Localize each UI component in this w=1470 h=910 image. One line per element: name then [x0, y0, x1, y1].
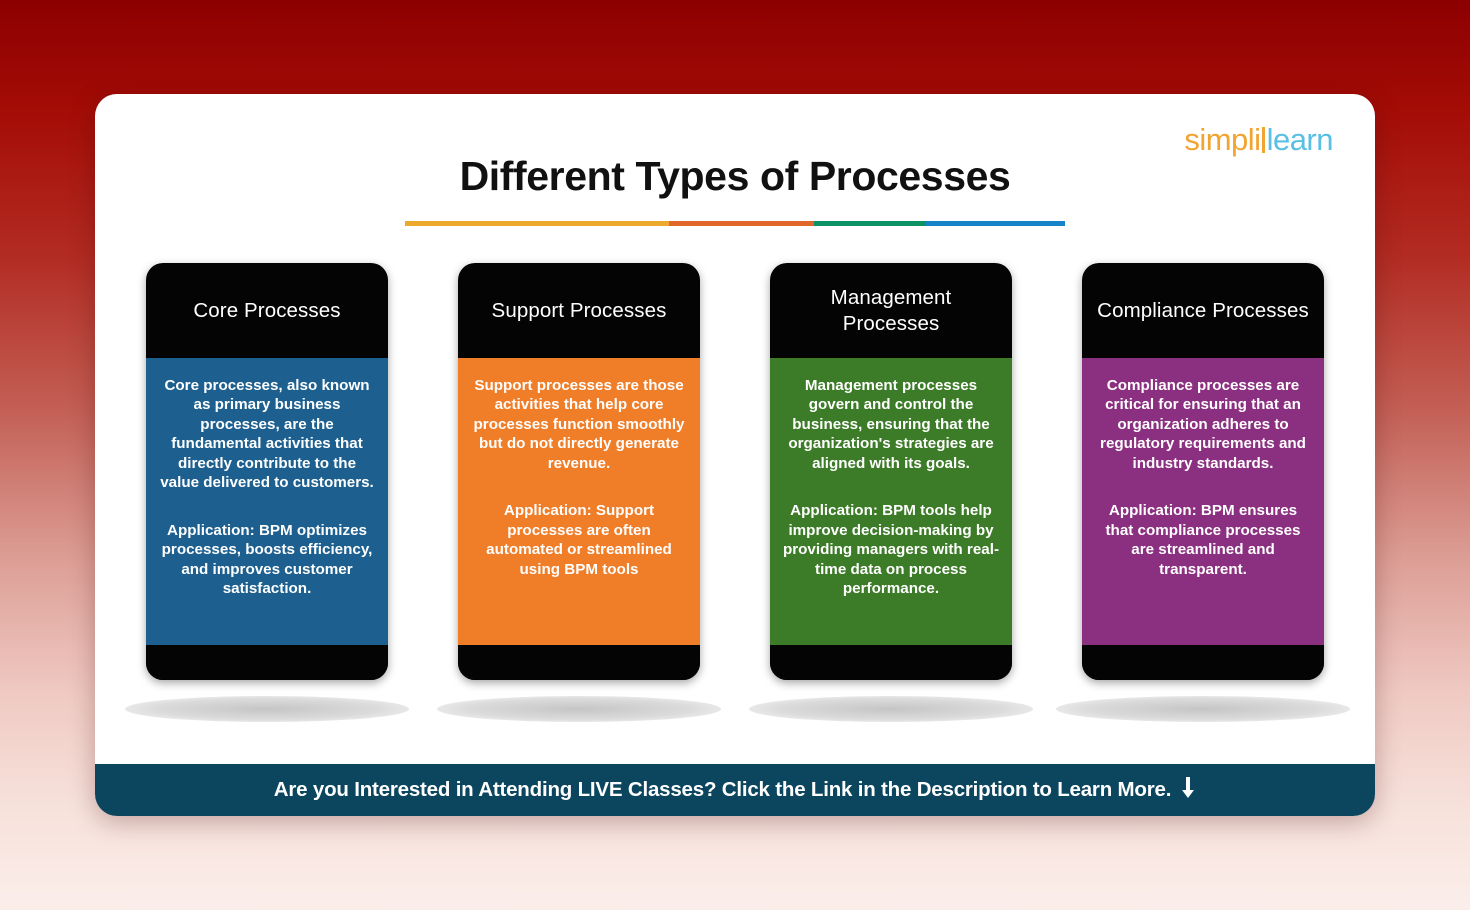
process-card-header: Support Processes	[458, 263, 700, 358]
process-card-body: Management processes govern and control …	[770, 358, 1012, 645]
process-card-drop-shadow	[437, 696, 721, 722]
process-card-body: Compliance processes are critical for en…	[1082, 358, 1324, 645]
down-arrow-icon	[1180, 777, 1196, 803]
title-underline-segment-1	[405, 221, 669, 227]
page-title: Different Types of Processes	[459, 153, 1011, 199]
process-card-description: Compliance processes are critical for en…	[1100, 377, 1306, 472]
process-card-header: Compliance Processes	[1082, 263, 1324, 358]
process-card-application: Application: BPM optimizes processes, bo…	[161, 521, 373, 598]
process-card-title: Support Processes	[491, 298, 667, 322]
process-card-footer	[770, 645, 1012, 680]
simplilearn-logo: simpli learn	[1184, 124, 1333, 155]
cta-banner[interactable]: Are you Interested in Attending LIVE Cla…	[95, 764, 1375, 816]
process-card-body: Support processes are those activities t…	[458, 358, 700, 645]
slide-container: simpli learn Different Types of Processe…	[95, 94, 1375, 816]
process-card-footer	[146, 645, 388, 680]
cta-banner-text: Are you Interested in Attending LIVE Cla…	[273, 778, 1172, 801]
process-card-title: Core Processes	[193, 298, 341, 322]
process-card-header: Core Processes	[146, 263, 388, 358]
title-underline-segment-3	[814, 221, 927, 227]
process-card-drop-shadow	[749, 696, 1033, 722]
process-card-drop-shadow	[125, 696, 409, 722]
logo-text-simpli: simpli	[1184, 122, 1261, 157]
process-card-description: Management processes govern and control …	[788, 377, 994, 472]
process-card-description: Support processes are those activities t…	[473, 377, 685, 472]
title-underline	[405, 221, 1065, 227]
process-card-body: Core processes, also known as primary bu…	[146, 358, 388, 645]
process-card-application: Application: BPM tools help improve deci…	[782, 502, 1000, 598]
logo-divider-bar	[1261, 127, 1265, 153]
process-card-footer	[1082, 645, 1324, 680]
logo-text-learn: learn	[1266, 122, 1334, 157]
title-block: Different Types of Processes	[95, 153, 1375, 227]
process-card-title: Management Processes	[830, 285, 952, 335]
process-card-description: Core processes, also known as primary bu…	[160, 377, 374, 492]
process-card-footer	[458, 645, 700, 680]
title-underline-segment-4	[926, 221, 1065, 227]
process-card-application: Application: Support processes are often…	[486, 502, 672, 578]
process-card-application: Application: BPM ensures that compliance…	[1105, 502, 1301, 578]
process-card-drop-shadow	[1056, 696, 1350, 722]
title-underline-segment-2	[669, 221, 815, 227]
process-card-title: Compliance Processes	[1097, 298, 1309, 322]
process-card-header: Management Processes	[770, 263, 1012, 358]
